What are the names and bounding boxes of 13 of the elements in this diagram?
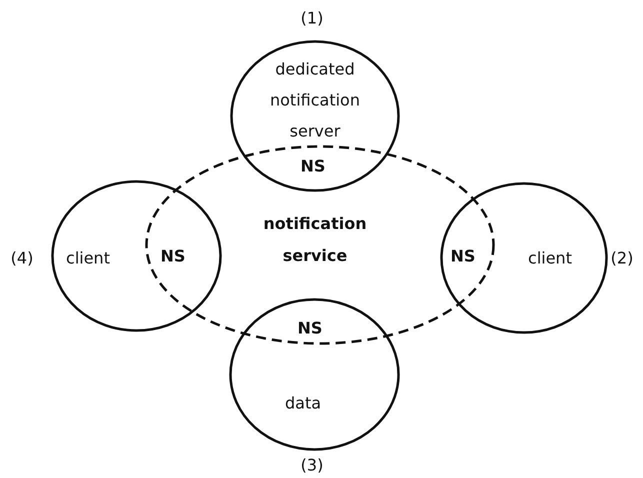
node-label: data	[284, 393, 322, 413]
callout-number: (3)	[300, 455, 324, 475]
ns-label: NS	[450, 246, 476, 266]
node-label: client	[66, 248, 110, 268]
node-label: dedicated notification server	[269, 58, 361, 142]
area-label: notification service	[262, 213, 368, 267]
ns-label: NS	[160, 246, 186, 266]
ns-label: NS	[298, 318, 322, 338]
callout-number: (2)	[610, 248, 634, 268]
ns-label: NS	[300, 156, 326, 176]
node-label: client	[528, 248, 572, 268]
callout-number: (4)	[10, 248, 34, 268]
callout-number: (1)	[300, 8, 324, 28]
